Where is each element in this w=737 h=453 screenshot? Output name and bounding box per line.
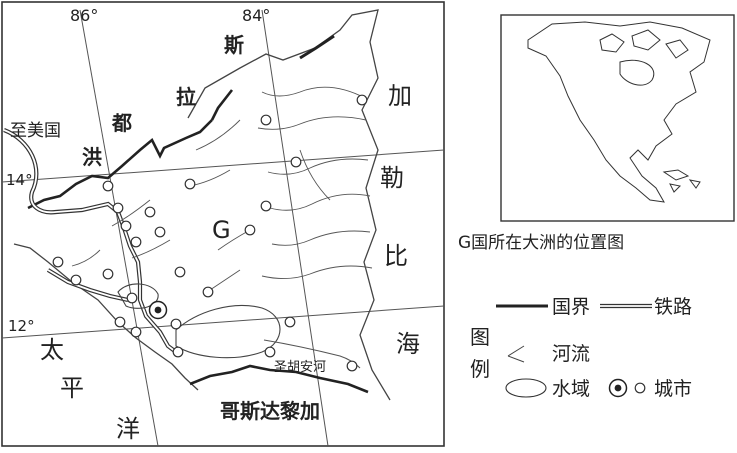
border-honduras-north (210, 89, 234, 121)
label-pacific-2: 平 (60, 374, 84, 402)
caribbean-coastline (187, 9, 391, 401)
parallel-12 (1, 305, 445, 339)
main-map-frame (1, 1, 445, 447)
label-country-g: G (212, 216, 231, 244)
border-honduras (27, 119, 213, 210)
legend-city-symbol (634, 382, 646, 394)
pacific-coastline (13, 243, 199, 391)
capital-city (148, 300, 168, 320)
legend-river-label: 河流 (552, 343, 590, 365)
lake-managua (117, 283, 159, 309)
label-caribbean-4: 海 (396, 330, 420, 358)
label-lat-12: 12° (8, 317, 35, 335)
label-lat-14: 14° (6, 171, 33, 189)
legend-water-label: 水域 (552, 378, 590, 400)
inset-map-frame (500, 14, 735, 222)
cities (52, 94, 368, 372)
legend-water-symbol (505, 378, 547, 398)
label-honduras-4: 斯 (224, 33, 244, 57)
label-costa-rica: 哥斯达黎加 (220, 399, 320, 423)
meridian-86 (79, 9, 159, 447)
inset-caption: G国所在大洲的位置图 (458, 233, 624, 253)
legend: 图 例 国界 铁路 河流 水域 城市 (470, 296, 692, 400)
label-caribbean-2: 勒 (380, 164, 404, 192)
label-honduras-1: 洪 (82, 145, 102, 169)
legend-title-2: 例 (470, 357, 490, 381)
legend-border-label: 国界 (552, 296, 590, 318)
railway-lines (3, 128, 178, 354)
meridian-84 (261, 9, 329, 447)
legend-title-1: 图 (470, 325, 490, 349)
legend-city-label: 城市 (654, 378, 692, 400)
lake-nicaragua (175, 304, 281, 359)
label-honduras-2: 都 (111, 111, 132, 135)
inset-north-america (527, 21, 711, 203)
label-honduras-3: 拉 (176, 85, 196, 109)
label-pacific-1: 太 (40, 336, 64, 364)
legend-railway-label: 铁路 (654, 296, 692, 318)
label-pacific-3: 洋 (116, 415, 140, 443)
label-lon-86: 86° (70, 6, 98, 25)
label-caribbean-1: 加 (388, 82, 412, 110)
label-to-usa: 至美国 (10, 121, 61, 141)
legend-river-symbol (507, 345, 525, 363)
border-costa-rica (189, 364, 369, 394)
parallel-14 (1, 149, 445, 183)
label-river-san-juan: 圣胡安河 (274, 360, 326, 375)
label-lon-84: 84° (242, 6, 270, 25)
border-coast-segment (299, 34, 335, 60)
rivers (71, 86, 373, 369)
label-caribbean-3: 比 (384, 242, 408, 270)
